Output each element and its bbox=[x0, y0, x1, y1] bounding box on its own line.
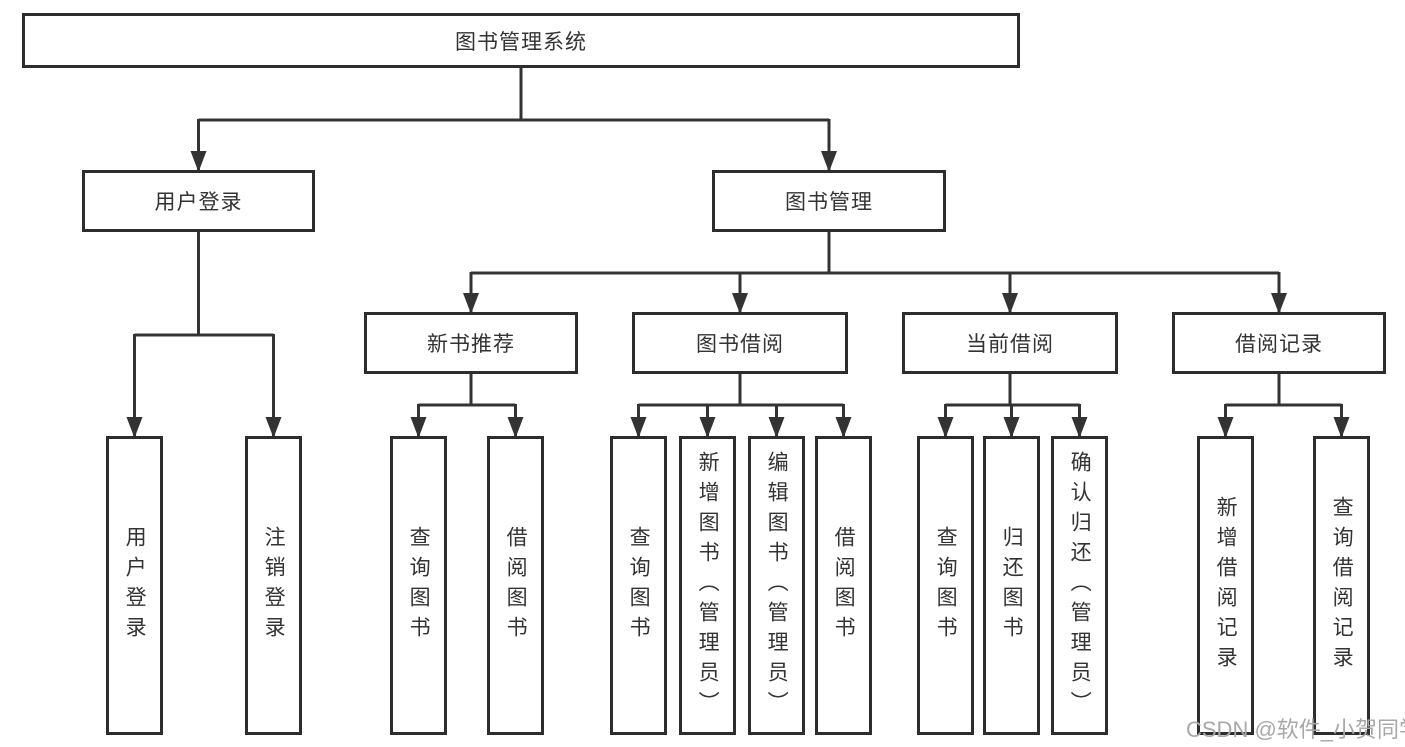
node-label: 图书管理系统 bbox=[455, 30, 587, 54]
node-user-login: 用户登录 bbox=[82, 170, 315, 232]
node-label: 新增图书（管理员） bbox=[696, 450, 720, 721]
node-label: 借阅图书 bbox=[504, 525, 528, 646]
node-leaf-logout: 注销登录 bbox=[245, 436, 302, 735]
node-label: 编辑图书（管理员） bbox=[765, 450, 789, 721]
node-label: 查询图书 bbox=[934, 525, 958, 646]
node-leaf-query-books-recommend: 查询图书 bbox=[390, 436, 447, 735]
node-leaf-add-book-admin: 新增图书（管理员） bbox=[679, 436, 736, 735]
node-label: 借阅记录 bbox=[1235, 333, 1323, 356]
node-leaf-borrow-books: 借阅图书 bbox=[815, 436, 872, 735]
node-book-borrowing: 图书借阅 bbox=[632, 312, 848, 374]
node-book-management-system: 图书管理系统 bbox=[22, 13, 1020, 68]
node-leaf-query-books-borrowing: 查询图书 bbox=[610, 436, 667, 735]
node-label: 图书管理 bbox=[785, 191, 873, 214]
node-borrowing-records: 借阅记录 bbox=[1172, 312, 1386, 374]
node-book-management: 图书管理 bbox=[712, 170, 946, 232]
node-new-book-recommendation: 新书推荐 bbox=[364, 312, 578, 374]
node-label: 当前借阅 bbox=[966, 333, 1054, 356]
node-label: 借阅图书 bbox=[832, 525, 856, 646]
node-leaf-return-books: 归还图书 bbox=[983, 436, 1040, 735]
node-label: 用户登录 bbox=[154, 191, 243, 214]
node-label: 用户登录 bbox=[123, 525, 147, 646]
node-label: 注销登录 bbox=[262, 525, 286, 646]
node-leaf-borrow-books-recommend: 借阅图书 bbox=[487, 436, 544, 735]
node-label: 确认归还（管理员） bbox=[1068, 450, 1092, 721]
node-leaf-confirm-return-admin: 确认归还（管理员） bbox=[1051, 436, 1108, 735]
node-label: 图书借阅 bbox=[696, 333, 784, 356]
node-current-borrowing: 当前借阅 bbox=[902, 312, 1118, 374]
node-leaf-query-borrow-record: 查询借阅记录 bbox=[1313, 436, 1370, 735]
node-leaf-add-borrow-record: 新增借阅记录 bbox=[1197, 436, 1254, 735]
node-label: 查询图书 bbox=[627, 525, 651, 646]
node-leaf-user-login: 用户登录 bbox=[106, 436, 163, 735]
node-label: 查询借阅记录 bbox=[1330, 495, 1354, 676]
node-label: 新书推荐 bbox=[427, 333, 515, 356]
node-leaf-query-books-current: 查询图书 bbox=[917, 436, 974, 735]
node-label: 查询图书 bbox=[407, 525, 431, 646]
node-label: 新增借阅记录 bbox=[1214, 495, 1238, 676]
csdn-watermark: CSDN @软件_小贺同学 bbox=[1186, 717, 1405, 742]
node-label: 归还图书 bbox=[1000, 525, 1024, 646]
node-leaf-edit-book-admin: 编辑图书（管理员） bbox=[748, 436, 805, 735]
